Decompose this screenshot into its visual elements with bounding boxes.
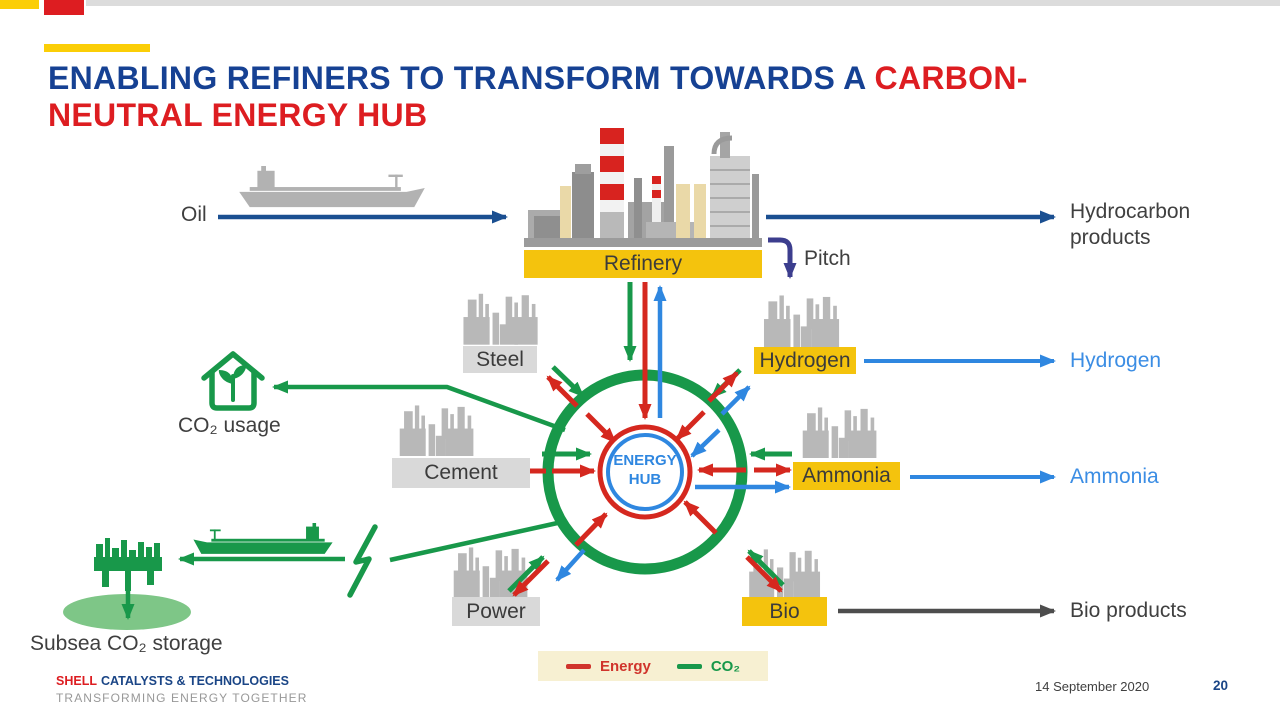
top-gray-strip [86, 0, 1280, 6]
legend-co2-item: CO₂ [676, 657, 741, 675]
footer-date: 14 September 2020 [1035, 679, 1150, 694]
refinery-label: Refinery [524, 250, 762, 278]
co2-usage-arrow [272, 380, 566, 433]
power-hub-spoke [507, 512, 608, 597]
slide-title: ENABLING REFINERS TO TRANSFORM TOWARDS A… [48, 60, 1188, 134]
oil-label: Oil [181, 203, 207, 226]
legend: Energy CO₂ [538, 651, 768, 681]
refinery-illustration-icon [524, 128, 762, 247]
hydrogen-hub-spoke [675, 368, 751, 458]
ammonia-factory-icon [802, 407, 877, 458]
pitch-label: Pitch [804, 247, 851, 270]
hydrogen-factory-icon [763, 295, 840, 347]
energy-hub-line2: HUB [628, 471, 662, 488]
bio-products-label: Bio products [1070, 599, 1187, 622]
steel-label: Steel [463, 346, 537, 373]
refinery-hub-spoke [623, 282, 667, 420]
ammonia-label: Ammonia [793, 462, 900, 490]
energy-hub-label: ENERGY HUB [595, 451, 695, 489]
pitch-arrow [768, 237, 797, 279]
subsea-storage-label: Subsea CO₂ storage [30, 632, 223, 655]
footer-tagline: TRANSFORMING ENERGY TOGETHER [56, 691, 308, 705]
title-line1-blue: ENABLING REFINERS TO TRANSFORM TOWARDS A [48, 60, 875, 96]
footer-page-number: 20 [1212, 678, 1228, 693]
hydrogen-label: Hydrogen [754, 347, 856, 374]
ammonia-output-label: Ammonia [1070, 465, 1159, 488]
subsea-link-line [389, 519, 563, 563]
steel-factory-icon [463, 293, 538, 345]
title-accent-bar [44, 44, 150, 52]
corner-yellow-block [0, 0, 39, 9]
legend-energy-label: Energy [599, 657, 651, 675]
subsea-platform-icon [94, 538, 162, 591]
cement-factory-icon [399, 405, 474, 456]
co2-line-swatch [676, 663, 702, 669]
oil-tanker-icon [239, 166, 425, 208]
title-line1: ENABLING REFINERS TO TRANSFORM TOWARDS A… [48, 60, 1188, 97]
hydrogen-output-label: Hydrogen [1070, 349, 1162, 372]
corner-red-block [44, 0, 84, 15]
lightning-bolt-icon [347, 524, 378, 598]
hub-blue-ring [606, 433, 684, 511]
ammonia-hub-spoke [695, 447, 792, 494]
legend-energy-item: Energy [565, 657, 651, 675]
bio-factory-icon [749, 549, 821, 598]
brand-shell: SHELL [56, 674, 97, 688]
bio-hub-spoke [683, 500, 785, 593]
brand-catalysts: CATALYSTS & TECHNOLOGIES [100, 674, 289, 688]
steel-hub-spoke [546, 365, 617, 444]
co2-usage-label: CO₂ usage [178, 414, 281, 437]
legend-co2-label: CO₂ [710, 657, 741, 675]
energy-line-swatch [565, 663, 591, 669]
co2-usage-house-icon [201, 351, 265, 411]
title-line1-red: CARBON- [874, 60, 1028, 96]
cement-label: Cement [392, 458, 530, 488]
co2-carrier-ship-icon [193, 523, 333, 554]
title-line2: NEUTRAL ENERGY HUB [48, 97, 428, 133]
energy-hub-line1: ENERGY [613, 452, 677, 469]
hydrocarbon-products-label: Hydrocarbon products [1070, 200, 1191, 249]
power-label: Power [452, 597, 540, 626]
bio-label: Bio [742, 597, 827, 626]
